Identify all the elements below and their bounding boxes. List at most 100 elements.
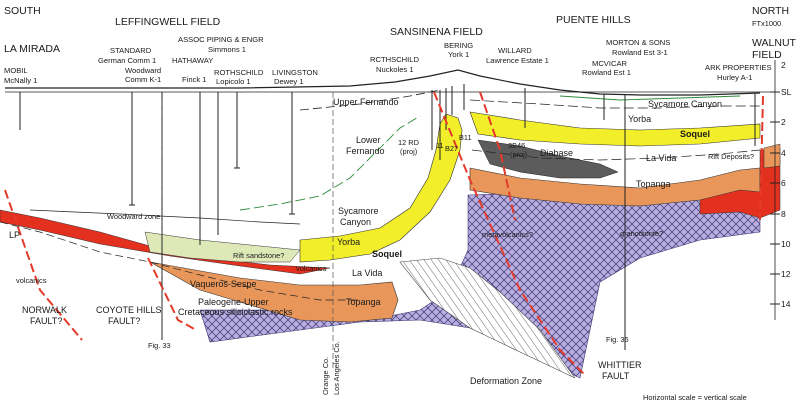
well-name: Lawrence Estate 1	[486, 56, 549, 65]
contact-left-dashed	[0, 221, 151, 263]
unit-label: Lower	[356, 135, 381, 145]
south-heading: SOUTH	[4, 5, 41, 17]
axis-tick-label: 6	[781, 178, 786, 188]
unit-label: B11	[459, 133, 472, 142]
contact-green-right	[559, 95, 741, 101]
depth-axis	[770, 60, 780, 320]
lamirada-heading: LA MIRADA	[4, 43, 60, 55]
diabase-fill	[477, 139, 619, 179]
fault-label: COYOTE HILLS	[96, 305, 162, 315]
unit-label: Yorba	[337, 237, 360, 247]
well-ticks	[129, 167, 295, 215]
unit-label: volcanics	[16, 276, 47, 285]
axis-tick-label: SL	[781, 87, 792, 97]
county-label-orange: Orange Co.	[321, 357, 330, 395]
well-name: MOBIL	[4, 66, 28, 75]
well-name: Lopicolo 1	[216, 77, 251, 86]
unit-label: Canyon	[340, 217, 371, 227]
axis-tick-label: 10	[781, 239, 791, 249]
well-name: ARK PROPERTIES	[705, 63, 772, 72]
well-name: MCVICAR	[592, 59, 628, 68]
ground-surface	[5, 69, 761, 96]
well-name: Comm K-1	[125, 75, 161, 84]
sansinena-heading: SANSINENA FIELD	[390, 26, 483, 38]
unit-label: granodiorite?	[620, 229, 663, 238]
axis-tick-label: 8	[781, 209, 786, 219]
fault-label: FAULT	[602, 371, 630, 381]
fault-labels: NORWALK FAULT? COYOTE HILLS FAULT? WHITT…	[22, 305, 642, 381]
unit-label: (proj)	[510, 150, 527, 159]
axis-top-label: 2	[781, 60, 786, 70]
unit-labels: Upper Fernando Lower Fernando Sycamore C…	[178, 97, 722, 317]
unit-label: 11	[436, 141, 444, 150]
well-name: Rowland Est 1	[582, 68, 631, 77]
unit-label: 3B46	[508, 141, 525, 150]
scale-note: Horizontal scale = vertical scale	[643, 393, 747, 402]
fault-label: WHITTIER	[598, 360, 642, 370]
well-name: York 1	[448, 50, 469, 59]
deformation-zone-fill	[399, 257, 576, 379]
well-name: Finck 1	[182, 75, 206, 84]
axis-tick-label: 14	[781, 299, 791, 309]
well-name: Dewey 1	[274, 77, 304, 86]
unit-label: 12 RD	[398, 138, 419, 147]
unit-label: Rift sandstone?	[233, 251, 284, 260]
well-name: McNally 1	[4, 76, 37, 85]
well-name: STANDARD	[110, 46, 152, 55]
contact-right-2	[471, 149, 761, 161]
unit-label: B27	[445, 144, 458, 153]
red-layer-left	[0, 209, 331, 275]
unit-label: Vaqueros-Sespe	[190, 279, 256, 289]
unit-label: La Vida	[352, 268, 382, 278]
unit-label: volcanics	[296, 264, 327, 273]
small-labels: volcanics volcanics LP Woodward zone Rif…	[9, 133, 754, 386]
well-name: Rowland Est 3-1	[612, 48, 668, 57]
soquel-left-fill	[299, 113, 463, 263]
county-label-la: Los Angeles Co.	[332, 341, 341, 395]
fig35-label: Fig. 35	[606, 335, 629, 344]
unit-label: Yorba	[628, 114, 651, 124]
orange-right-strip	[763, 143, 781, 169]
rift-sandstone-fill	[144, 231, 301, 263]
fig33-label: Fig. 33	[148, 341, 171, 350]
unit-label: Diabase	[540, 148, 573, 158]
well-name: ASSOC PIPING & ENGR	[178, 35, 264, 44]
well-name: BERING	[444, 41, 473, 50]
well-name: LIVINGSTON	[272, 68, 318, 77]
unit-label: Upper Fernando	[333, 97, 399, 107]
unit-label: Sycamore Canyon	[648, 99, 722, 109]
well-name: Nuckoles 1	[376, 65, 414, 74]
unit-label: Deformation Zone	[470, 376, 542, 386]
well-name: WILLARD	[498, 46, 532, 55]
unit-label: LP	[9, 230, 20, 240]
contact-upper-fernando	[299, 89, 441, 111]
depth-axis-labels: 2 SL 2 4 6 8 10 12 14	[781, 60, 792, 309]
unit-label: Paleogene-Upper	[198, 297, 269, 307]
unit-label: Woodward zone	[107, 212, 160, 221]
unit-label: metavolcanics?	[482, 230, 533, 239]
unit-label: Rift Deposits?	[708, 152, 754, 161]
well-name: Hurley A-1	[717, 73, 752, 82]
walnut-heading: WALNUT	[752, 37, 797, 49]
puente-hills-heading: PUENTE HILLS	[556, 14, 631, 26]
well-name: ROTHSCHILD	[214, 68, 264, 77]
units-heading: FTx1000	[752, 19, 781, 28]
soquel-right-fill	[469, 111, 761, 147]
walnut-heading-2: FIELD	[752, 49, 782, 61]
fault-label: FAULT?	[30, 316, 62, 326]
leffingwell-heading: LEFFINGWELL FIELD	[115, 16, 221, 28]
unit-label: Cretaceous siliciclastic rocks	[178, 307, 293, 317]
well-name: HATHAWAY	[172, 56, 213, 65]
fault-label: NORWALK	[22, 305, 67, 315]
well-name: MORTON & SONS	[606, 38, 670, 47]
well-labels: MOBIL McNally 1 STANDARD German Comm 1 W…	[4, 35, 772, 86]
axis-tick-label: 2	[781, 117, 786, 127]
contact-right-1	[469, 99, 760, 109]
unit-label: (proj)	[400, 147, 417, 156]
axis-tick-label: 12	[781, 269, 791, 279]
contact-woodward	[29, 209, 301, 225]
unit-label: Soquel	[372, 249, 402, 259]
axis-tick-label: 4	[781, 148, 786, 158]
fault-label: FAULT?	[108, 316, 140, 326]
